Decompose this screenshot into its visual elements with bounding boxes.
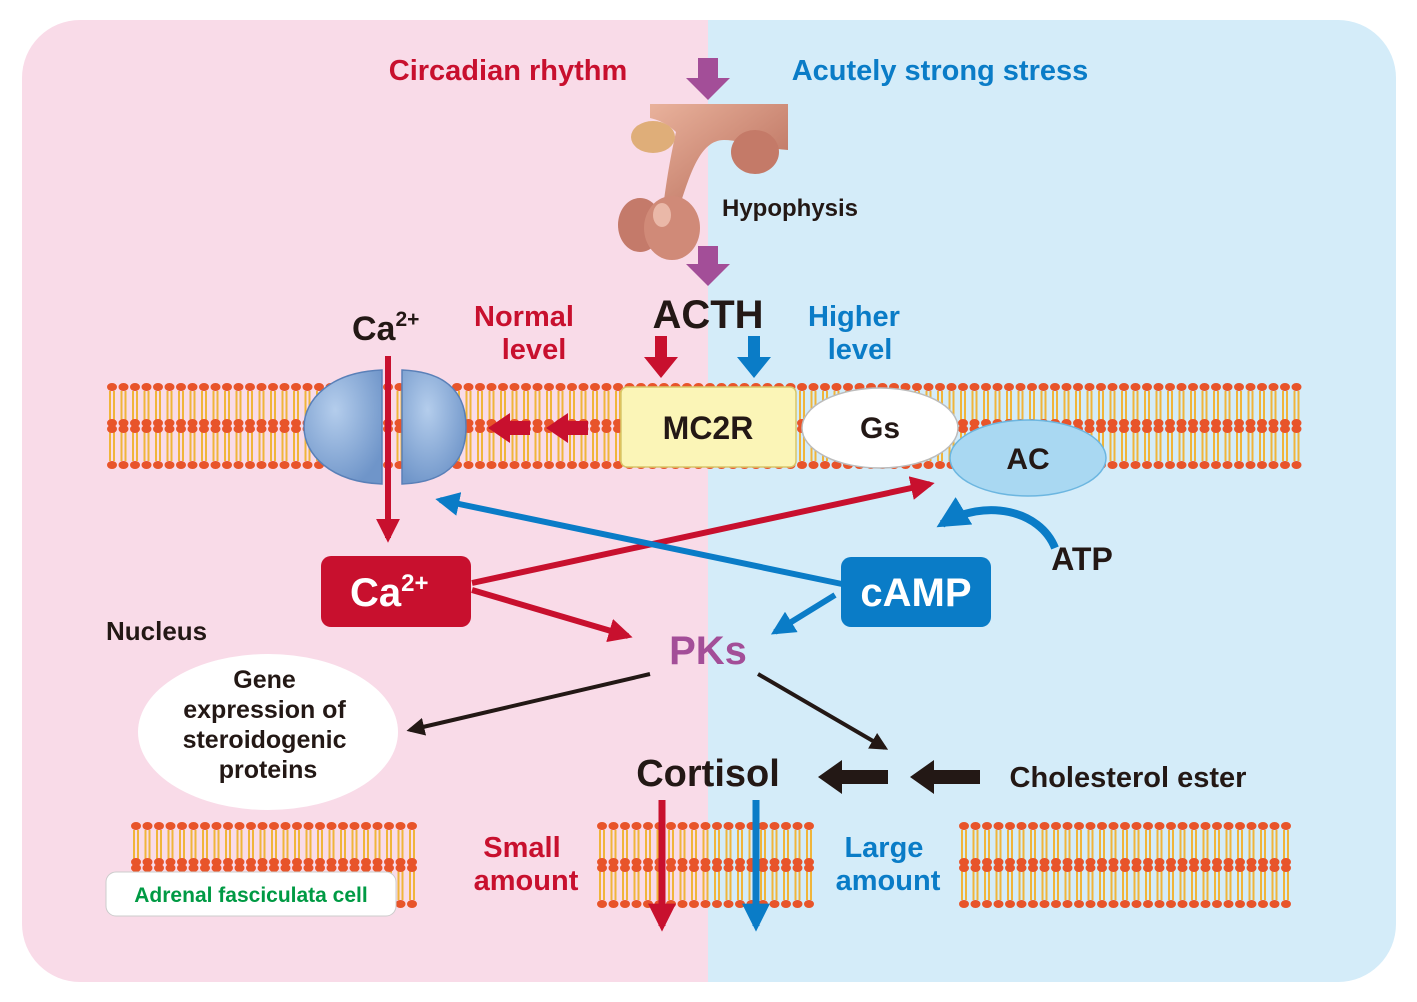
cell-label: Adrenal fasciculata cell [134, 884, 367, 907]
right-panel [708, 20, 1396, 982]
output-arrow-hypophysis [686, 246, 730, 286]
pituitary-highlight [653, 203, 671, 227]
camp-label: cAMP [860, 571, 971, 615]
nucleus-label: Nucleus [106, 616, 207, 646]
atp-label: ATP [1051, 541, 1113, 577]
pks-label: PKs [669, 629, 747, 673]
gene-line4: proteins [219, 756, 318, 784]
gene-expression-label: Gene expression of steroidogenic protein… [183, 666, 354, 784]
ac-ellipse [949, 419, 1107, 497]
gs-label: Gs [860, 412, 900, 445]
camp-to-pks-arrow [770, 592, 837, 635]
cholesterol-to-synthesis-arrow [910, 760, 980, 794]
circadian-rhythm-label: Circadian rhythm [389, 55, 628, 87]
gs-ellipse [801, 387, 959, 469]
mammillary-body [731, 130, 779, 174]
left-panel [22, 20, 708, 982]
calcium-box [321, 556, 471, 627]
calcium-channel [303, 369, 467, 485]
channel-right-half [401, 369, 467, 485]
calcium-top-charge: 2+ [395, 308, 419, 331]
nucleus-ellipse [138, 654, 398, 810]
synthesis-arrow-to-cortisol [818, 760, 888, 794]
calcium-box-charge: 2+ [401, 570, 428, 597]
background [22, 20, 1396, 982]
higher-level-line1: Higher [808, 301, 900, 333]
cortisol-label: Cortisol [636, 753, 780, 795]
camp-box [841, 557, 991, 627]
mc2r-to-channel-arrow-2 [546, 413, 588, 443]
small-amount-line1: Small [483, 832, 560, 864]
membrane-bottom-right [959, 822, 1291, 908]
acth-arrow-red [644, 336, 678, 378]
gene-line3: steroidogenic [183, 726, 347, 754]
hypophysis-illustration [618, 104, 788, 260]
calcium-box-base: Ca [350, 571, 402, 615]
large-amount-label: Large amount [836, 832, 941, 897]
channel-left-half [303, 369, 383, 485]
large-amount-line1: Large [844, 832, 923, 864]
pituitary-lobe-right [644, 196, 700, 260]
camp-to-channel-arrow [435, 492, 843, 587]
large-amount-line2: amount [836, 865, 941, 897]
mc2r-label: MC2R [663, 410, 754, 446]
normal-level-label: Normal level [474, 301, 582, 366]
hypophysis-label: Hypophysis [722, 195, 858, 222]
gene-line2: expression of [183, 696, 346, 724]
membrane-bottom-middle [597, 822, 814, 908]
cholesterol-ester-label: Cholesterol ester [1010, 762, 1247, 794]
acth-label: ACTH [652, 293, 763, 337]
higher-level-line2: level [828, 334, 893, 366]
input-arrow-top [686, 58, 730, 100]
normal-level-line2: level [502, 334, 567, 366]
small-amount-label: Small amount [474, 832, 579, 897]
pks-to-cortisol-synthesis-arrow [756, 672, 889, 750]
small-amount-line2: amount [474, 865, 579, 897]
calcium-to-ac-arrow [471, 476, 935, 586]
hypothalamus-shape [650, 104, 788, 205]
ac-label: AC [1006, 443, 1049, 476]
normal-level-line1: Normal [474, 301, 574, 333]
calcium-top-label: Ca2+ [352, 308, 419, 348]
acute-stress-label: Acutely strong stress [792, 55, 1089, 87]
mc2r-to-channel-arrow-1 [488, 413, 530, 443]
cell-label-box [105, 871, 397, 917]
gene-line1: Gene [233, 666, 296, 694]
acth-arrow-blue [737, 336, 771, 378]
mc2r-box [620, 386, 797, 468]
pks-to-nucleus-arrow [406, 672, 651, 736]
calcium-top-base: Ca [352, 310, 397, 348]
stalk-bulb [631, 121, 675, 153]
higher-level-label: Higher level [808, 301, 908, 366]
calcium-box-label: Ca2+ [350, 570, 429, 615]
atp-to-camp-arrow [936, 497, 1059, 550]
calcium-to-pks-arrow [471, 587, 633, 643]
